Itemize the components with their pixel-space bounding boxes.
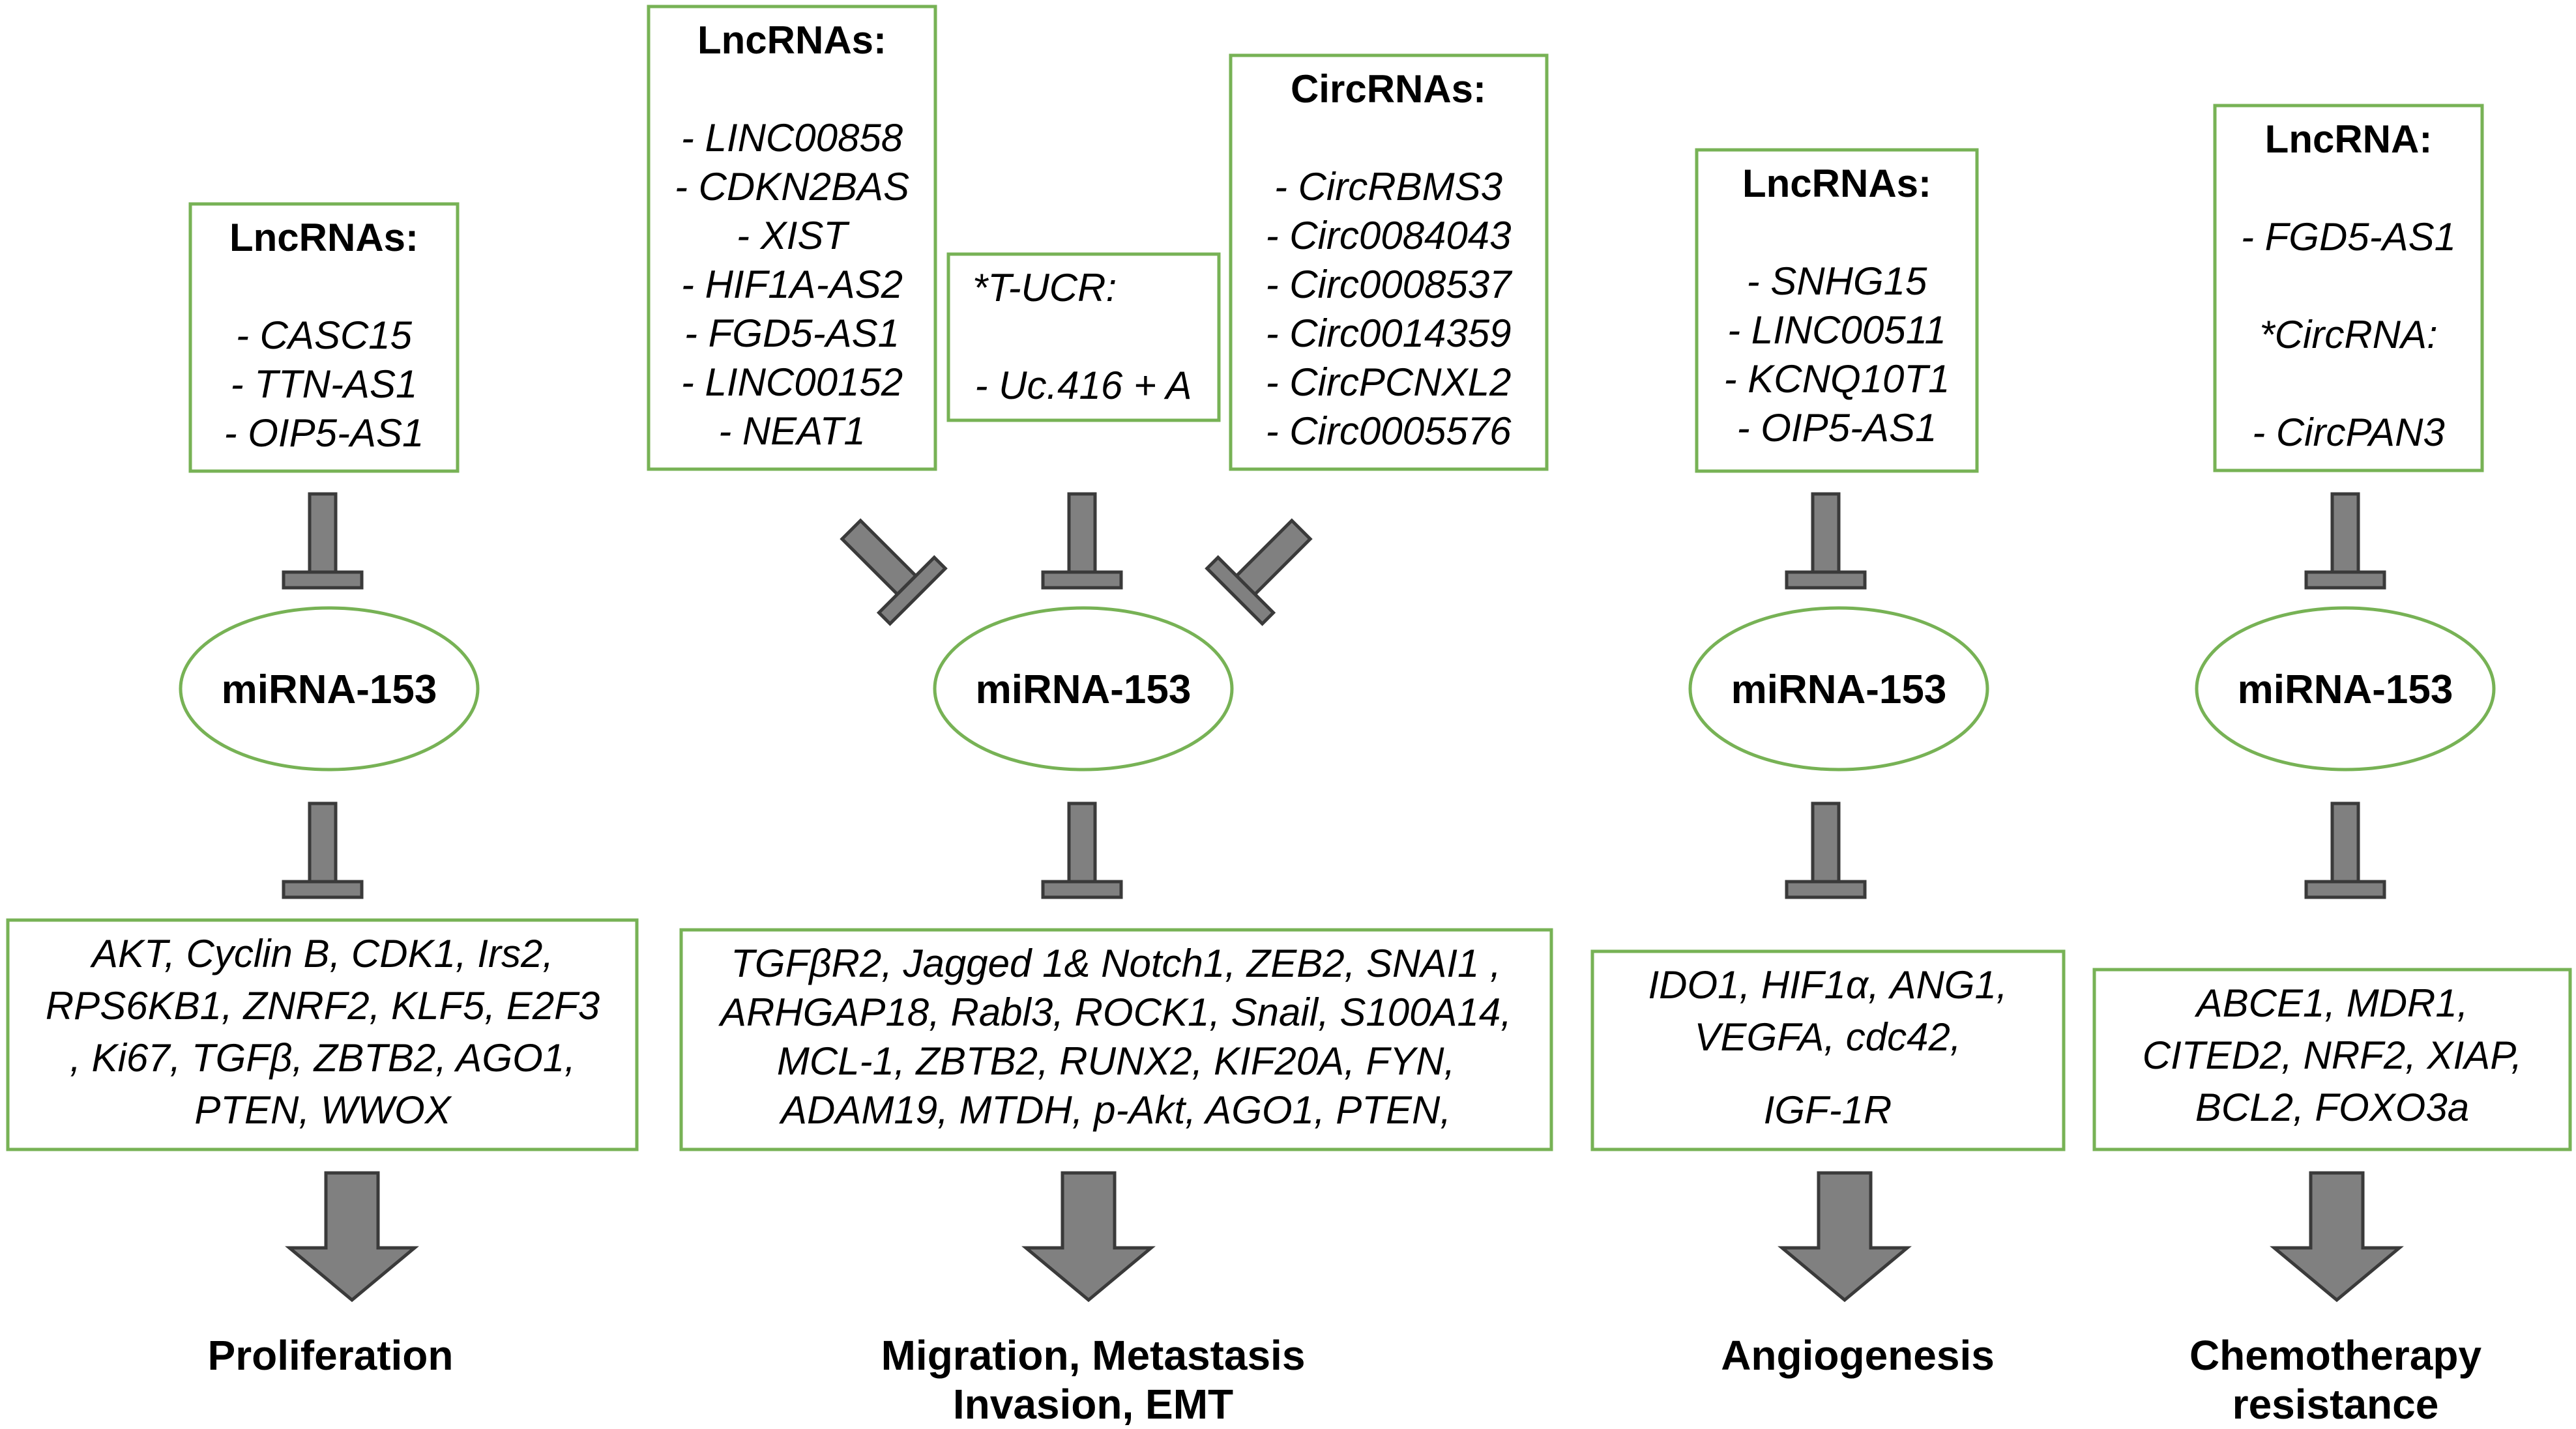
- outcome-label-angiogenesis: Angiogenesis: [1721, 1332, 1995, 1379]
- inhibition-arrow: [282, 801, 364, 899]
- target-line: , Ki67, TGFβ, ZBTB2, AGO1,: [70, 1036, 576, 1080]
- outcome-label-chemoresistance: Chemotherapy: [2189, 1332, 2482, 1379]
- target-line: CITED2, NRF2, XIAP,: [2143, 1033, 2522, 1077]
- mirna-node-chemoresistance: [2195, 606, 2496, 772]
- inhibition-arrow: [2304, 492, 2386, 590]
- inhibition-arrow-diagonal: [840, 518, 948, 626]
- target-line: ARHGAP18, Rabl3, ROCK1, Snail, S100A14,: [718, 990, 1512, 1034]
- down-arrow: [1021, 1171, 1156, 1303]
- target-line: TGFβR2, Jagged 1& Notch1, ZEB2, SNAI1 ,: [731, 942, 1500, 985]
- lncrna-item: - NEAT1: [718, 409, 866, 453]
- lncrna-item: - OIP5-AS1: [1737, 406, 1937, 450]
- target-line: ADAM19, MTDH, p-Akt, AGO1, PTEN,: [779, 1088, 1451, 1132]
- lncrna-heading: LncRNAs:: [697, 18, 886, 62]
- target-box-proliferation: [6, 918, 639, 1151]
- circrna-item: - CircPCNXL2: [1266, 360, 1512, 404]
- inhibition-arrow: [1785, 801, 1867, 899]
- tucr-box: [946, 252, 1221, 422]
- circrna-heading: CircRNAs:: [1291, 67, 1486, 111]
- lncrna-box-chemoresistance: [2213, 104, 2484, 472]
- circrna-item: - Circ0014359: [1266, 311, 1512, 355]
- lncrna-item: - LINC00511: [1727, 308, 1946, 352]
- target-line: IDO1, HIF1α, ANG1,: [1648, 963, 2007, 1007]
- lncrna-item: - OIP5-AS1: [224, 411, 424, 455]
- inhibition-arrow: [1041, 801, 1123, 899]
- target-line: IGF-1R: [1764, 1088, 1892, 1132]
- lncrna-item: - FGD5-AS1: [2241, 215, 2456, 259]
- outcome-label-migration: Invasion, EMT: [953, 1381, 1233, 1428]
- tucr-item: *T-UCR:: [973, 266, 1117, 310]
- lncrna-item: - SNHG15: [1747, 259, 1927, 303]
- outcome-label-chemoresistance: resistance: [2232, 1381, 2439, 1428]
- lncrna-heading: LncRNA:: [2265, 117, 2433, 161]
- circrna-item: - Circ0008537: [1266, 263, 1514, 306]
- target-line: RPS6KB1, ZNRF2, KLF5, E2F3: [46, 984, 600, 1028]
- target-box-angiogenesis: [1590, 949, 2066, 1151]
- lncrna-box-proliferation: [188, 202, 460, 473]
- circrna-box-migration: [1229, 53, 1549, 471]
- circrna-item: - CircRBMS3: [1274, 165, 1502, 209]
- down-arrow: [2270, 1171, 2404, 1303]
- lncrna-box-angiogenesis: [1695, 148, 1979, 473]
- lncrna-item: *CircRNA:: [2259, 313, 2437, 356]
- target-line: PTEN, WWOX: [194, 1088, 452, 1132]
- lncrna-item: - CASC15: [236, 313, 413, 357]
- target-line: BCL2, FOXO3a: [2195, 1086, 2469, 1129]
- lncrna-item: - CircPAN3: [2252, 411, 2445, 454]
- lncrna-item: - CDKN2BAS: [675, 165, 909, 209]
- lncrna-box-migration: [647, 5, 937, 471]
- lncrna-item: - HIF1A-AS2: [681, 263, 903, 306]
- mirna-label: miRNA-153: [222, 667, 437, 712]
- mirna-label: miRNA-153: [1731, 667, 1947, 712]
- inhibition-arrow: [2304, 801, 2386, 899]
- inhibition-arrow: [282, 492, 364, 590]
- lncrna-heading: LncRNAs:: [1742, 162, 1931, 205]
- inhibition-arrow: [1041, 492, 1123, 590]
- target-line: AKT, Cyclin B, CDK1, Irs2,: [90, 932, 553, 975]
- mirna-node-migration: [933, 606, 1234, 772]
- circrna-item: - Circ0084043: [1266, 214, 1512, 257]
- down-arrow: [1778, 1171, 1912, 1303]
- lncrna-item: - KCNQ10T1: [1724, 357, 1950, 401]
- target-line: ABCE1, MDR1,: [2195, 981, 2468, 1025]
- outcome-label-proliferation: Proliferation: [208, 1332, 454, 1379]
- lncrna-heading: LncRNAs:: [229, 216, 418, 259]
- circrna-item: - Circ0005576: [1266, 409, 1512, 453]
- lncrna-item: - XIST: [737, 214, 850, 257]
- inhibition-arrow-diagonal: [1205, 518, 1313, 626]
- mirna-node-proliferation: [179, 606, 480, 772]
- mirna-label: miRNA-153: [976, 667, 1192, 712]
- inhibition-arrow: [1785, 492, 1867, 590]
- lncrna-item: - LINC00858: [681, 116, 903, 160]
- mirna-node-angiogenesis: [1688, 606, 1989, 772]
- mirna-label: miRNA-153: [2238, 667, 2453, 712]
- lncrna-item: - FGD5-AS1: [684, 311, 900, 355]
- lncrna-item: - TTN-AS1: [231, 362, 418, 406]
- target-line: MCL-1, ZBTB2, RUNX2, KIF20A, FYN,: [777, 1039, 1455, 1083]
- down-arrow: [285, 1171, 419, 1303]
- target-box-migration: [679, 928, 1553, 1151]
- target-line: VEGFA, cdc42,: [1694, 1015, 1961, 1059]
- outcome-label-migration: Migration, Metastasis: [881, 1332, 1306, 1379]
- target-box-chemoresistance: [2092, 968, 2572, 1151]
- tucr-item: - Uc.416 + A: [975, 364, 1192, 407]
- lncrna-item: - LINC00152: [681, 360, 903, 404]
